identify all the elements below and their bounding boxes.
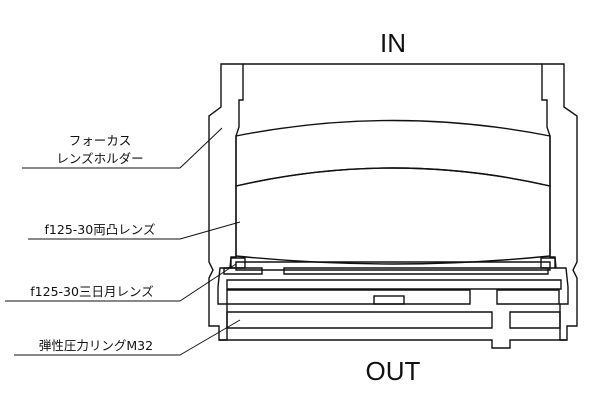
focus-lens-holder <box>208 63 578 341</box>
callout-housing-leader <box>179 127 223 169</box>
meniscus-lens <box>223 257 556 275</box>
callout-housing-line1: フォーカス <box>69 133 132 148</box>
callout-ring-leader <box>179 319 241 356</box>
callout-ring-text: 弾性圧力リングM32 <box>39 338 153 353</box>
input-side-label: IN <box>380 28 406 58</box>
spacer-plates <box>226 279 562 305</box>
callout-meniscus-leader <box>179 263 237 302</box>
callout-meniscus: f125-30三日月レンズ <box>5 263 237 302</box>
elastic-pressure-ring <box>219 311 567 349</box>
callout-ring: 弾性圧力リングM32 <box>14 319 241 356</box>
biconvex-lens-lower <box>235 167 551 265</box>
callout-housing: フォーカス レンズホルダー <box>22 127 223 169</box>
output-side-label: OUT <box>366 356 421 386</box>
callout-housing-line2: レンズホルダー <box>56 151 143 166</box>
callout-biconvex-leader <box>179 221 241 240</box>
callout-biconvex: f125-30両凸レンズ <box>28 221 241 240</box>
callout-biconvex-text: f125-30両凸レンズ <box>45 222 156 237</box>
callout-meniscus-text: f125-30三日月レンズ <box>30 284 153 299</box>
